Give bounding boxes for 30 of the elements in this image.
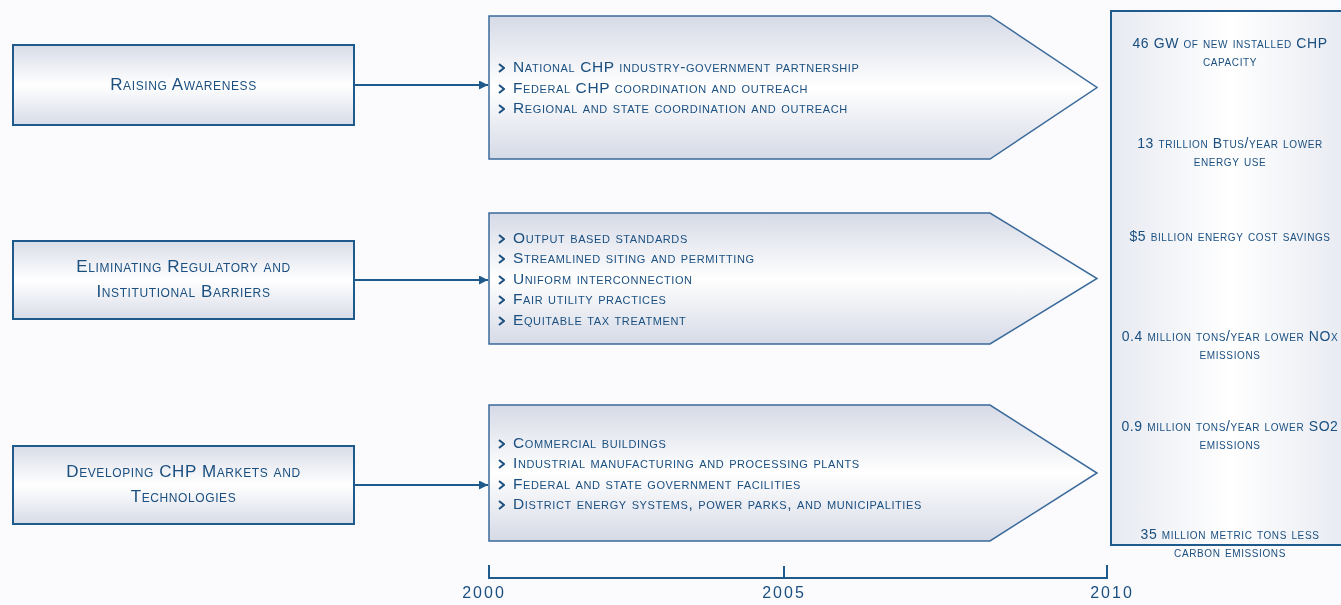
outcome-text: 13 trillion Btus/year lower energy use: [1136, 134, 1324, 171]
category-label: Developing CHP Markets and Technologies: [65, 461, 302, 508]
outcome-text: 46 GW of new installed CHP capacity: [1131, 34, 1329, 71]
arrow: [354, 480, 489, 490]
list-item: District energy systems, power parks, and municipalities: [513, 496, 922, 512]
list-item: Industrial manufacturing and processing plants: [513, 455, 860, 471]
list-item: Commercial buildings: [513, 434, 667, 450]
outcome-text: 0.9 million tons/year lower SO2 emissions: [1120, 417, 1340, 454]
list-item: Federal and state government facilities: [513, 475, 802, 491]
arrow: [354, 80, 489, 90]
arrow: [354, 275, 489, 285]
year-label: 2010: [1089, 584, 1135, 602]
outcome-text: $5 billion energy cost savings: [1128, 227, 1332, 246]
category-box: [12, 445, 355, 525]
category-box: [12, 240, 355, 320]
list-item: National CHP industry-government partnership: [513, 59, 860, 75]
list-item: Equitable tax treatment: [513, 311, 687, 328]
year-label: 2000: [461, 584, 507, 602]
list-item: Fair utility practices: [513, 291, 667, 307]
category-label: Raising Awareness: [109, 73, 258, 96]
list-item: Uniform interconnection: [513, 270, 693, 287]
list-item: Federal CHP coordination and outreach: [513, 79, 809, 96]
list-item: Streamlined siting and permitting: [513, 250, 755, 266]
list-item: Regional and state coordination and outreach: [513, 100, 848, 116]
outcome-text: 35 million metric tons less carbon emissions: [1139, 525, 1321, 562]
list-item: Output based standards: [513, 229, 688, 246]
outcome-text: 0.4 million tons/year lower NOx emissions: [1120, 327, 1340, 364]
category-label: Eliminating Regulatory and Institutional Barriers: [75, 256, 292, 303]
year-label: 2005: [761, 584, 807, 602]
category-box: [12, 44, 355, 126]
